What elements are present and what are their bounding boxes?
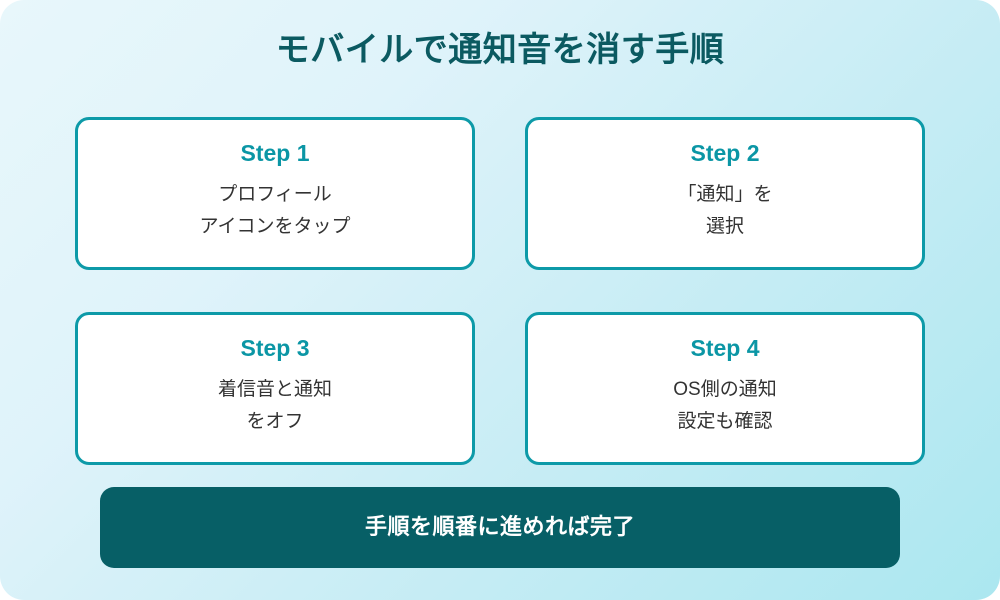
footer-banner-text: 手順を順番に進めれば完了 <box>364 514 635 540</box>
step-card-2: Step 2 「通知」を 選択 <box>525 117 925 270</box>
step-body-1: プロフィール アイコンをタップ <box>199 184 351 238</box>
step-card-1: Step 1 プロフィール アイコンをタップ <box>75 117 475 270</box>
step-body-4: OS側の通知 設定も確認 <box>673 379 777 433</box>
step-label-4: Step 4 <box>690 334 760 361</box>
step-card-3: Step 3 着信音と通知 をオフ <box>75 312 475 465</box>
steps-grid: Step 1 プロフィール アイコンをタップ Step 2 「通知」を 選択 S… <box>75 117 925 465</box>
step-card-4: Step 4 OS側の通知 設定も確認 <box>525 312 925 465</box>
footer-banner: 手順を順番に進めれば完了 <box>100 487 900 568</box>
step-body-3: 着信音と通知 をオフ <box>217 379 332 433</box>
page-title: モバイルで通知音を消す手順 <box>275 31 725 69</box>
step-label-1: Step 1 <box>240 139 310 166</box>
step-label-2: Step 2 <box>690 139 760 166</box>
step-body-2: 「通知」を 選択 <box>677 184 773 238</box>
step-label-3: Step 3 <box>240 334 310 361</box>
